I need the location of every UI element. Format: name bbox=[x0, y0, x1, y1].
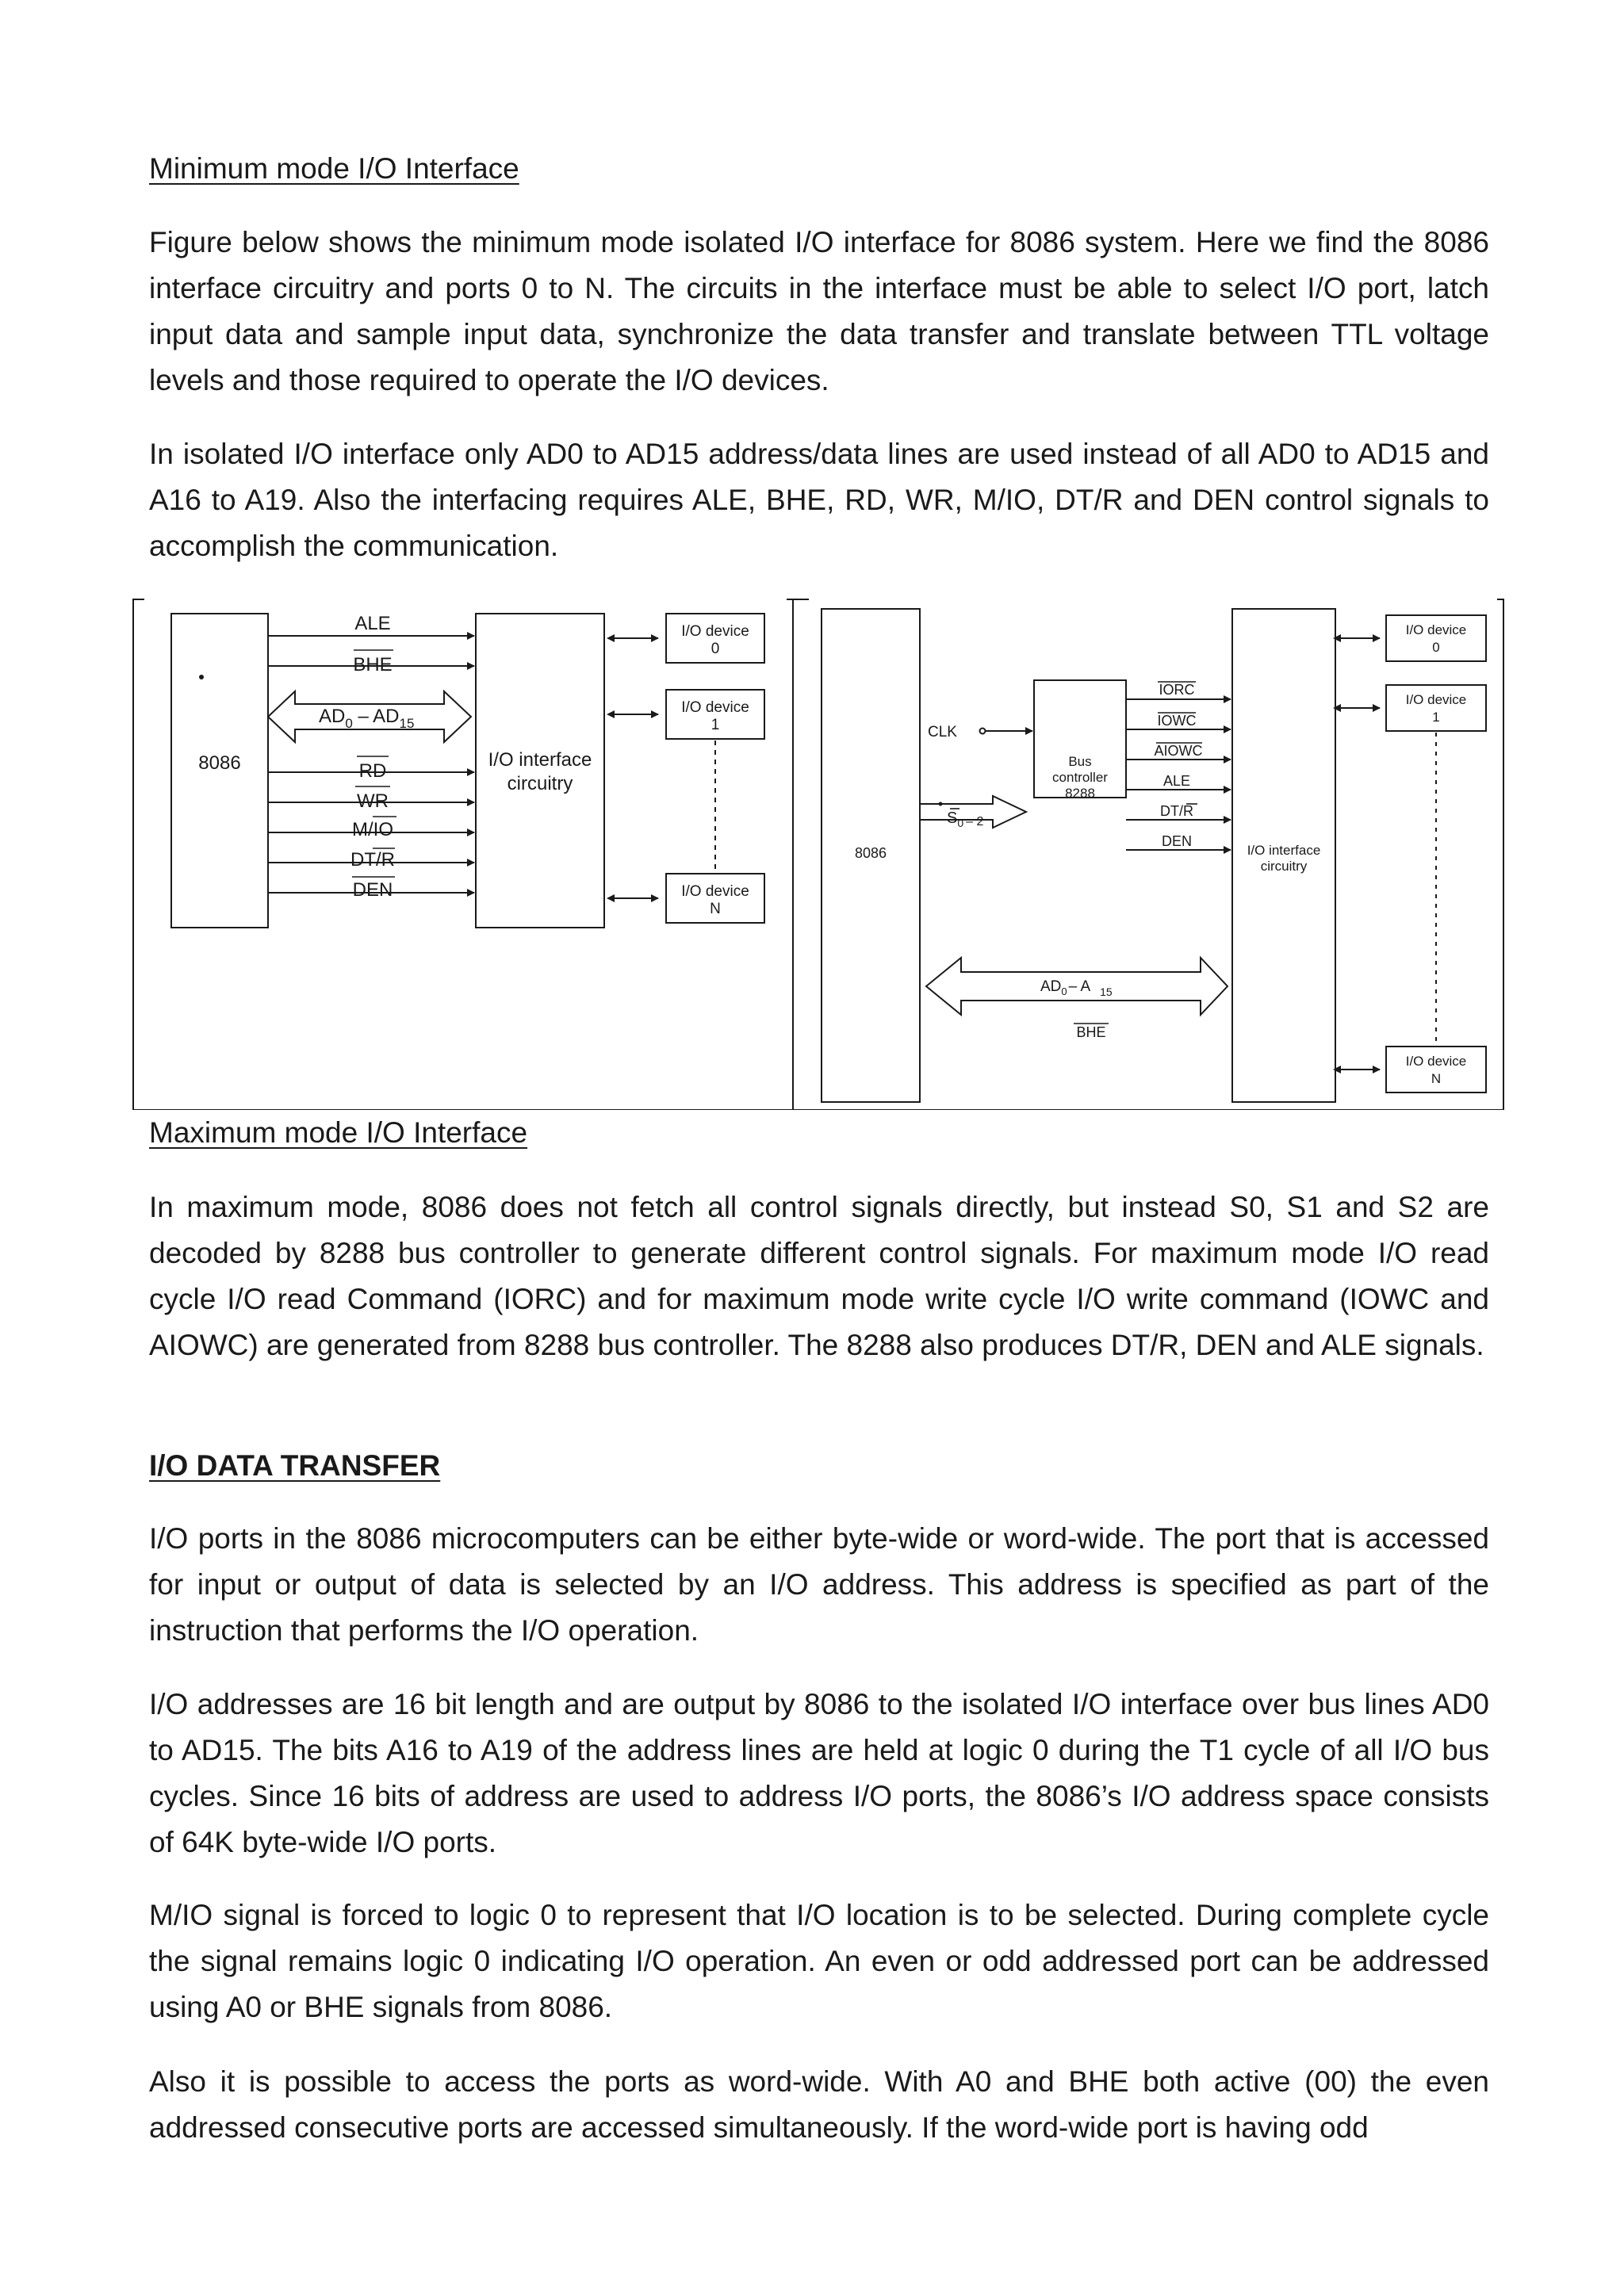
interface-label-1: I/O interface bbox=[488, 749, 592, 771]
ctrl-dtr-label: DT/R bbox=[1160, 803, 1193, 819]
signal-bhe-label: BHE bbox=[353, 654, 392, 675]
bus-ctrl-label-2: controller bbox=[1052, 770, 1108, 785]
data-bus-arrow bbox=[266, 689, 473, 744]
paragraph-transfer-2: I/O addresses are 16 bit length and are … bbox=[149, 1688, 1489, 1858]
paragraph-transfer-1: I/O ports in the 8086 microcomputers can… bbox=[149, 1522, 1489, 1647]
ctrl-den-label: DEN bbox=[1162, 833, 1192, 849]
max-interface-label-1: I/O interface bbox=[1247, 843, 1321, 858]
max-io-device-0-box bbox=[1385, 614, 1487, 662]
interface-circuitry-box bbox=[475, 613, 605, 928]
max-device-0-label-2: 0 bbox=[1432, 640, 1439, 655]
clk-label: CLK bbox=[928, 724, 957, 740]
device-0-label-2: 0 bbox=[711, 641, 720, 657]
bus-ctrl-label-3: 8288 bbox=[1065, 786, 1095, 801]
heading-io-data-transfer: I/O DATA TRANSFER bbox=[149, 1449, 441, 1482]
diagram-maximum-mode bbox=[821, 608, 1487, 1103]
diagram-minimum-device-labels: I/O device 0 I/O device 1 I/O device N bbox=[681, 623, 749, 917]
signal-dtr-label: DT/R bbox=[350, 849, 395, 871]
max-io-device-1-box bbox=[1385, 684, 1487, 732]
cpu-8086-box bbox=[170, 613, 269, 928]
max-cpu-8086-box bbox=[821, 608, 921, 1103]
max-bhe-label: BHE bbox=[1076, 1024, 1105, 1040]
device-1-label-2: 1 bbox=[711, 717, 720, 733]
data-bus-label: AD0 – AD15 bbox=[319, 706, 414, 731]
max-data-bus-arrow bbox=[925, 955, 1229, 1017]
paragraph-minimum-mode-2: In isolated I/O interface only AD0 to AD… bbox=[149, 438, 1489, 562]
diagram-minimum-mode bbox=[170, 613, 765, 928]
max-device-n-label-2: N bbox=[1431, 1071, 1441, 1086]
bus-ctrl-label-1: Bus bbox=[1068, 754, 1091, 769]
paragraph-maximum-mode: In maximum mode, 8086 does not fetch all… bbox=[149, 1191, 1489, 1361]
bus-controller-8288-box bbox=[1033, 679, 1127, 798]
max-device-n-label-1: I/O device bbox=[1406, 1054, 1467, 1069]
diagram-maximum-labels: 8086 CLK S0– 2 Bus controller 8288 IORC … bbox=[855, 682, 1320, 1040]
max-device-0-label-1: I/O device bbox=[1406, 622, 1467, 637]
diagram-minimum-labels: 8086 ALE BHE RD WR M/IO DT/R DEN AD0 – A… bbox=[198, 613, 592, 901]
io-device-1-box bbox=[665, 689, 765, 740]
figure-frame bbox=[132, 599, 1504, 1110]
signal-den-label: DEN bbox=[353, 879, 393, 901]
ctrl-iorc-label: IORC bbox=[1159, 682, 1195, 698]
heading-maximum-mode: Maximum mode I/O Interface bbox=[149, 1116, 528, 1149]
device-0-label-1: I/O device bbox=[681, 623, 749, 640]
paragraph-transfer-4: Also it is possible to access the ports … bbox=[149, 2065, 1489, 2144]
diagram-maximum-device-labels: I/O device 0 I/O device 1 I/O device N bbox=[1406, 622, 1467, 1086]
max-interface-circuitry-box bbox=[1231, 608, 1336, 1103]
signal-mio-label: M/IO bbox=[352, 819, 393, 840]
signal-ale-label: ALE bbox=[354, 613, 390, 634]
figure-io-interface: 8086 ALE BHE RD WR M/IO DT/R DEN AD0 – A… bbox=[132, 599, 1504, 1110]
device-n-label-1: I/O device bbox=[681, 883, 749, 900]
io-device-n-box bbox=[665, 873, 765, 924]
max-cpu-label: 8086 bbox=[855, 845, 887, 861]
ctrl-iowc-label: IOWC bbox=[1158, 713, 1197, 729]
max-device-1-label-1: I/O device bbox=[1406, 692, 1467, 707]
signal-wr-label: WR bbox=[357, 790, 389, 812]
status-arrow bbox=[920, 794, 1028, 829]
max-io-device-n-box bbox=[1385, 1046, 1487, 1093]
cpu-label: 8086 bbox=[198, 752, 240, 774]
ctrl-aiowc-label: AIOWC bbox=[1155, 743, 1203, 759]
status-label: S0– 2 bbox=[947, 809, 983, 829]
paragraph-minimum-mode-1: Figure below shows the minimum mode isol… bbox=[149, 226, 1489, 396]
heading-minimum-mode: Minimum mode I/O Interface bbox=[149, 152, 519, 185]
io-device-0-box bbox=[665, 613, 765, 664]
device-1-label-1: I/O device bbox=[681, 699, 749, 716]
device-n-label-2: N bbox=[710, 901, 721, 917]
interface-label-2: circuitry bbox=[508, 773, 573, 794]
max-device-1-label-2: 1 bbox=[1432, 710, 1439, 725]
ctrl-ale-label: ALE bbox=[1163, 773, 1190, 789]
paragraph-transfer-3: M/IO signal is forced to logic 0 to repr… bbox=[149, 1899, 1489, 2023]
signal-rd-label: RD bbox=[359, 760, 387, 782]
max-interface-label-2: circuitry bbox=[1261, 859, 1308, 874]
